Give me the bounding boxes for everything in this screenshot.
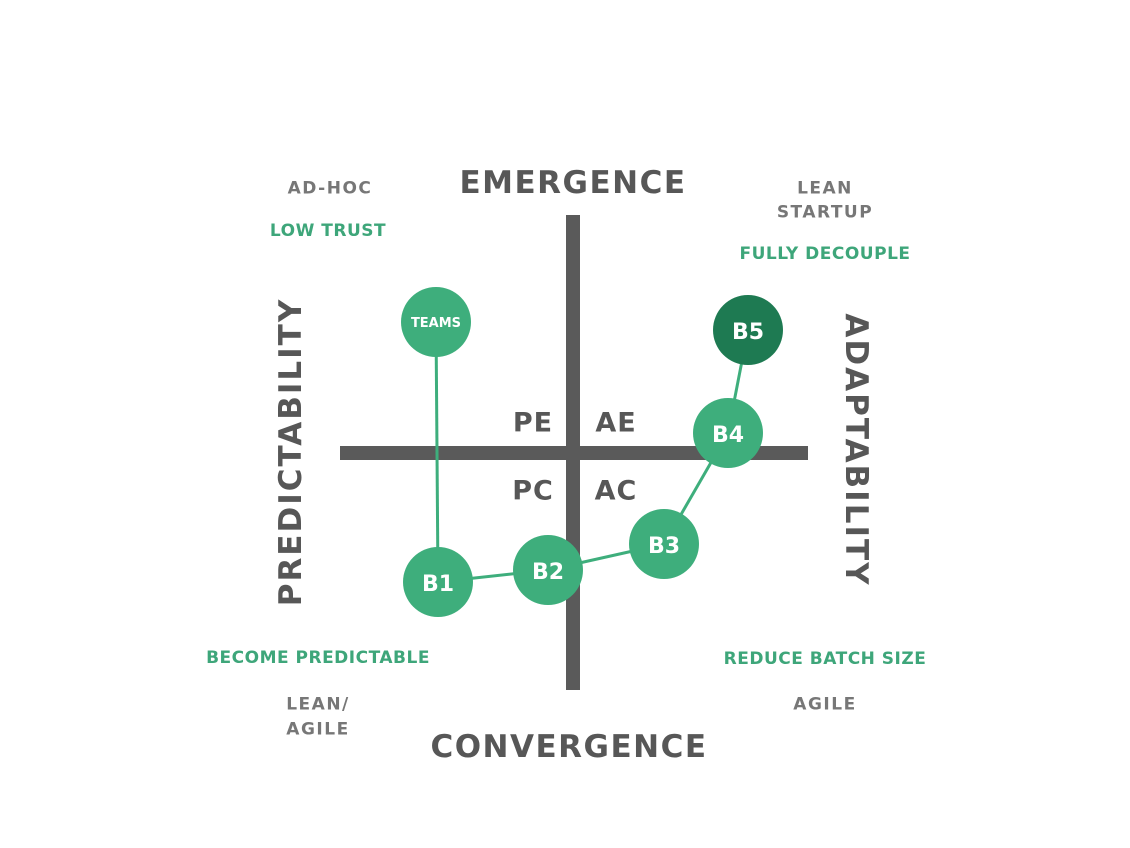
axis-title-left: PREDICTABILITY <box>273 297 309 607</box>
node-b1-label: B1 <box>422 572 454 597</box>
axis-title-right: ADAPTABILITY <box>838 313 874 587</box>
quadrant-bottom-left-name-line1: LEAN/ <box>286 694 350 715</box>
node-b5: B5 <box>713 295 783 365</box>
quadrant-top-left-strategy: LOW TRUST <box>269 221 387 241</box>
center-label-pe: PE <box>512 407 554 439</box>
node-b4-label: B4 <box>712 423 744 448</box>
node-b2: B2 <box>513 535 583 605</box>
quadrant-top-right-name-line1: LEAN <box>797 178 853 199</box>
quadrant-bottom-right-name: AGILE <box>793 694 857 715</box>
axis-title-top: EMERGENCE <box>459 165 687 201</box>
connector-teams-b1 <box>434 321 440 583</box>
node-b4: B4 <box>693 398 763 468</box>
quadrant-bottom-left-name-line2: AGILE <box>286 719 350 740</box>
quadrant-top-right-name-line2: STARTUP <box>776 202 874 223</box>
node-b1: B1 <box>403 547 473 617</box>
quadrant-bottom-right-strategy: REDUCE BATCH SIZE <box>723 649 927 669</box>
node-teams-label: TEAMS <box>411 316 461 331</box>
center-label-pc: PC <box>512 475 554 507</box>
node-teams: TEAMS <box>401 287 471 357</box>
axis-title-bottom: CONVERGENCE <box>430 729 708 765</box>
quadrant-top-left-name: AD-HOC <box>287 178 373 199</box>
quadrant-bottom-left-strategy: BECOME PREDICTABLE <box>206 648 430 668</box>
node-b2-label: B2 <box>532 560 564 585</box>
node-b5-label: B5 <box>732 320 764 345</box>
node-b3-label: B3 <box>648 534 680 559</box>
center-label-ae: AE <box>595 407 637 439</box>
horizontal-axis <box>340 446 808 460</box>
node-b3: B3 <box>629 509 699 579</box>
quadrant-top-right-strategy: FULLY DECOUPLE <box>739 244 911 264</box>
center-label-ac: AC <box>594 475 638 507</box>
